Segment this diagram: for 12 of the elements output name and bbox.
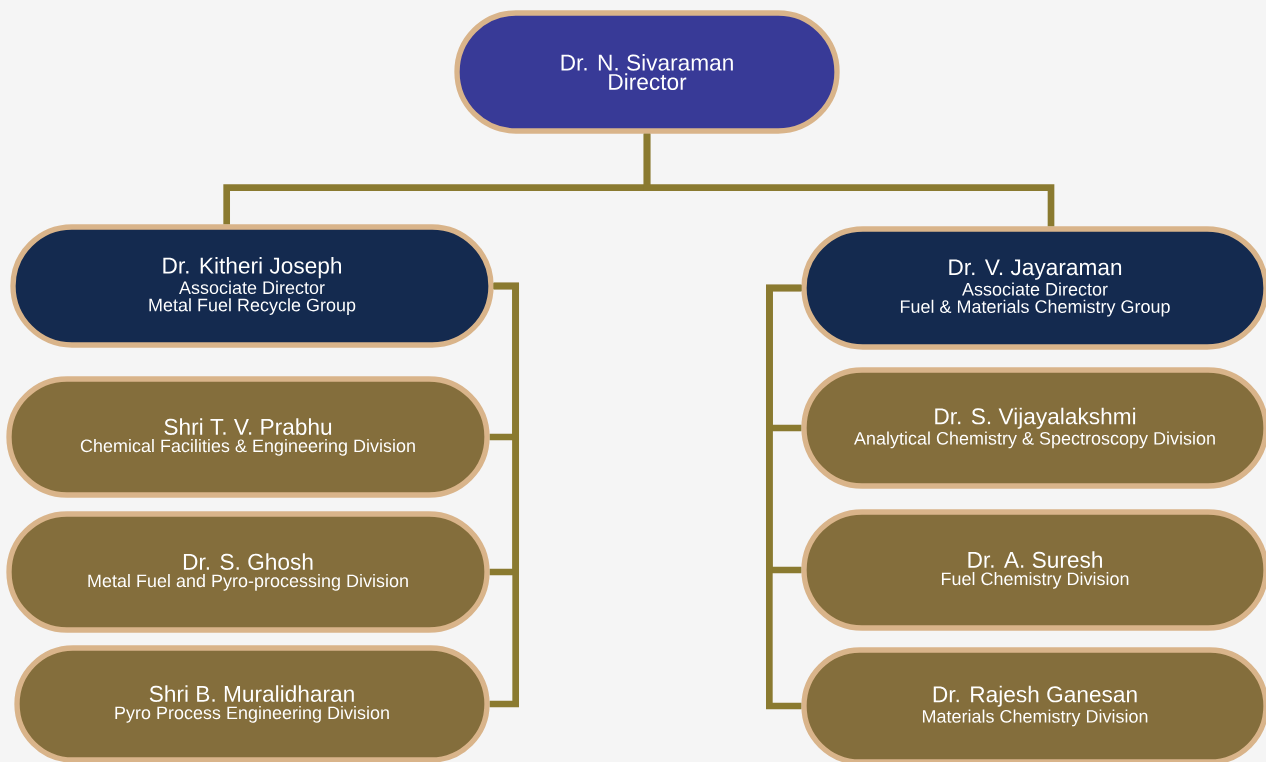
director-box: Dr. N. Sivaraman Director	[454, 10, 840, 134]
division-box: Dr. Rajesh Ganesan Materials Chemistry Division	[801, 647, 1266, 762]
division-box: Shri T. V. Prabhu Chemical Facilities & Engineering Division	[6, 376, 490, 498]
group-box: Dr. V. Jayaraman Associate Director Fuel & Materials Chemistry Group	[801, 226, 1266, 350]
division-box: Dr. S. Ghosh Metal Fuel and Pyro-processing Division	[6, 511, 490, 633]
connector-line	[643, 133, 1055, 227]
division-box: Dr. A. Suresh Fuel Chemistry Division	[801, 509, 1266, 631]
division-box: Shri B. Muralidharan Pyro Process Engineering Division	[14, 645, 490, 762]
group-box: Dr. Kitheri Joseph Associate Director Metal Fuel Recycle Group	[10, 224, 494, 348]
division-box: Dr. S. Vijayalakshmi Analytical Chemistry & Spectroscopy Division	[801, 367, 1266, 489]
connector-line	[766, 284, 802, 710]
connector-line	[489, 282, 519, 708]
